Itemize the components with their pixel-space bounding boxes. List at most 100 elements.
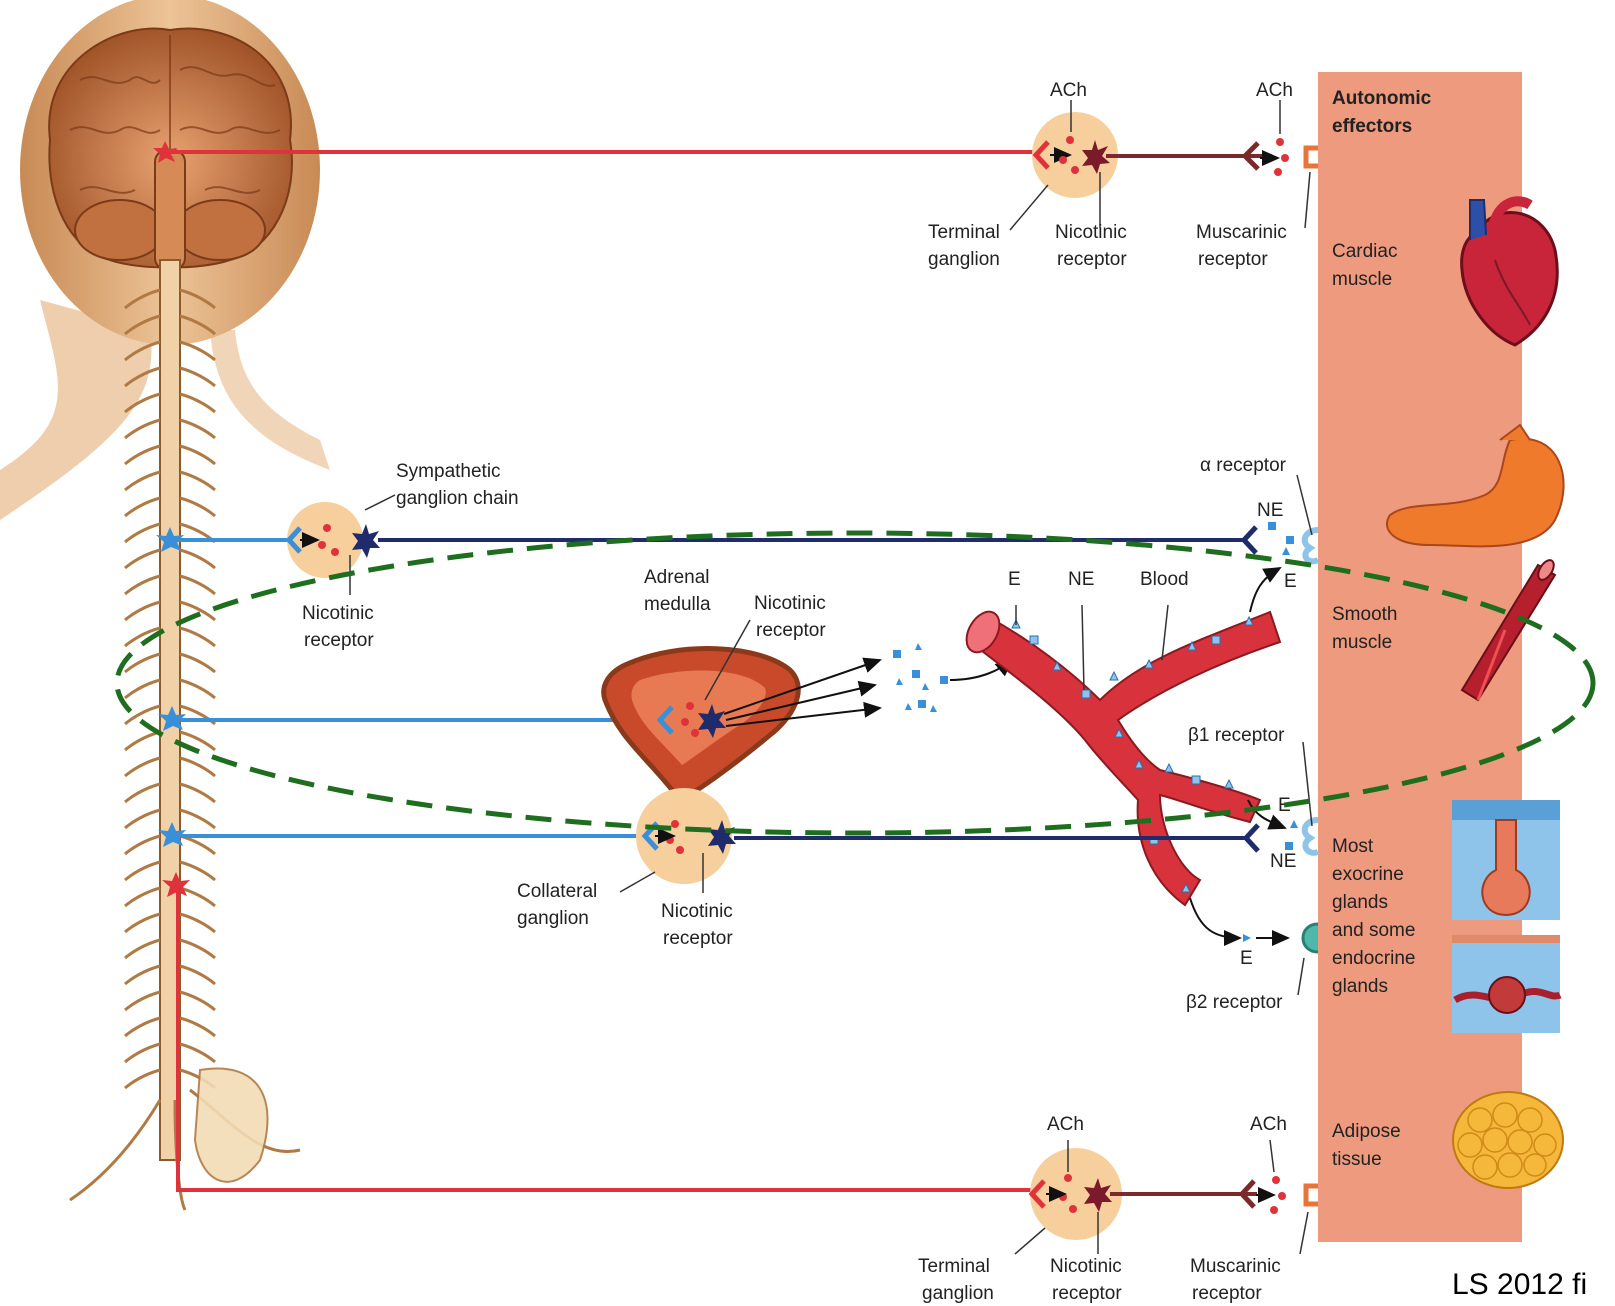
glands-label-line4: and some bbox=[1332, 920, 1415, 941]
terminal-ganglion-label-bottom-line1: Terminal bbox=[918, 1256, 990, 1277]
ach-label-top-ganglion: ACh bbox=[1050, 80, 1087, 101]
endocrine-gland-illustration bbox=[1452, 935, 1560, 1033]
spinal-nerve-root bbox=[125, 862, 160, 880]
cardiac-muscle-label-line1: Cardiac bbox=[1332, 241, 1397, 262]
spinal-nerve-root bbox=[125, 732, 160, 750]
beta1-receptor-label: β1 receptor bbox=[1188, 725, 1285, 746]
sacrum bbox=[195, 1068, 268, 1181]
released-hormones bbox=[893, 643, 948, 712]
spinal-nerve-root bbox=[125, 1018, 160, 1036]
spinal-nerve-root bbox=[180, 550, 215, 568]
leader-line bbox=[1298, 958, 1304, 995]
smooth-muscle-label-line2: muscle bbox=[1332, 632, 1392, 653]
nicotinic-receptor-label-top-line1: Nicotinic bbox=[1055, 222, 1127, 243]
leader-line bbox=[1300, 1212, 1308, 1254]
blood-label: Blood bbox=[1140, 569, 1189, 590]
ach-molecule bbox=[1071, 166, 1079, 174]
spinal-nerve-root bbox=[125, 420, 160, 438]
leader-line bbox=[1082, 605, 1084, 690]
ach-molecule bbox=[666, 836, 674, 844]
cardiac-muscle-label-line2: muscle bbox=[1332, 269, 1392, 290]
spinal-nerve-root bbox=[180, 368, 215, 386]
neck-right bbox=[210, 330, 330, 470]
spinal-nerve-root bbox=[180, 498, 215, 516]
ach-molecule bbox=[1069, 1205, 1077, 1213]
ne-molecule bbox=[1286, 536, 1294, 544]
spinal-nerve-root bbox=[180, 758, 215, 776]
ne-label-alpha: NE bbox=[1257, 500, 1283, 521]
spinal-nerve-root bbox=[180, 576, 215, 594]
spinal-nerve-root bbox=[180, 966, 215, 984]
effectors-title-line1: Autonomic bbox=[1332, 88, 1432, 109]
spinal-nerve-root bbox=[180, 628, 215, 646]
sympathetic-ganglion bbox=[287, 502, 363, 578]
spinal-nerve-root bbox=[180, 654, 215, 672]
beta2-e-label: E bbox=[1240, 948, 1253, 969]
spinal-nerve-root bbox=[125, 576, 160, 594]
ach-molecule bbox=[676, 846, 684, 854]
effectors-title-line2: effectors bbox=[1332, 116, 1412, 137]
head-and-spinal-cord-illustration bbox=[0, 0, 330, 1210]
ach-molecule bbox=[331, 548, 339, 556]
spinal-nerve-root bbox=[125, 914, 160, 932]
synapse-terminal-alpha bbox=[1244, 527, 1256, 553]
glands-label-line3: glands bbox=[1332, 892, 1388, 913]
leader-line bbox=[1162, 605, 1168, 660]
spinal-nerve-root bbox=[125, 940, 160, 958]
sympathetic-chain-label-line2: ganglion chain bbox=[396, 488, 519, 509]
ach-molecule bbox=[1276, 138, 1284, 146]
ach-molecule bbox=[1270, 1206, 1278, 1214]
brainstem bbox=[155, 150, 185, 270]
exocrine-gland-illustration bbox=[1452, 800, 1560, 920]
nicotinic-receptor-label-adrenal-line1: Nicotinic bbox=[754, 593, 826, 614]
spinal-nerve-root bbox=[125, 472, 160, 490]
e-molecule bbox=[1243, 934, 1251, 942]
ach-molecule bbox=[1272, 1176, 1280, 1184]
leader-line bbox=[1270, 1140, 1274, 1172]
collateral-ganglion-label-line1: Collateral bbox=[517, 881, 597, 902]
effector-panel: Autonomic effectors Cardiac muscle Smoot… bbox=[1318, 72, 1564, 1242]
spinal-nerve-root bbox=[180, 940, 215, 958]
spinal-nerve-root bbox=[125, 550, 160, 568]
spinal-nerve-root bbox=[125, 498, 160, 516]
spinal-nerve-root bbox=[125, 784, 160, 802]
spinal-nerve-root bbox=[125, 836, 160, 854]
collateral-ganglion-label-line2: ganglion bbox=[517, 908, 589, 929]
cerebellum-left bbox=[75, 200, 165, 260]
leader-line bbox=[1015, 1228, 1045, 1254]
muscarinic-receptor-label-top-line1: Muscarinic bbox=[1196, 222, 1287, 243]
spinal-nerve-root bbox=[125, 966, 160, 984]
ach-molecule bbox=[691, 729, 699, 737]
muscarinic-receptor-label-bottom-line1: Muscarinic bbox=[1190, 1256, 1281, 1277]
spinal-nerve-root bbox=[180, 862, 215, 880]
adrenal-medulla-pathway: Adrenal medulla Nicotinic receptor bbox=[158, 567, 1012, 800]
blood-e-label: E bbox=[1008, 569, 1021, 590]
adipose-tissue-illustration bbox=[1453, 1092, 1563, 1188]
muscarinic-receptor-label-bottom-line2: receptor bbox=[1192, 1283, 1262, 1304]
parasympathetic-pathway-bottom: ACh ACh Terminal ganglion Nicotinic rece… bbox=[162, 872, 1318, 1304]
adipose-tissue-label-line2: tissue bbox=[1332, 1149, 1382, 1170]
ach-label-bottom-effector: ACh bbox=[1250, 1114, 1287, 1135]
terminal-ganglion-label-top-line1: Terminal bbox=[928, 222, 1000, 243]
spinal-red-fiber bbox=[178, 885, 1032, 1190]
blood-to-beta2-arrow bbox=[1190, 898, 1240, 938]
ach-molecule bbox=[1274, 168, 1282, 176]
smooth-muscle-label-line1: Smooth bbox=[1332, 604, 1397, 625]
ach-label-bottom-ganglion: ACh bbox=[1047, 1114, 1084, 1135]
spinal-nerve-root bbox=[180, 1044, 215, 1062]
synapse-terminal-beta1 bbox=[1246, 825, 1258, 851]
cerebellum-right bbox=[175, 200, 265, 260]
glands-label-line2: exocrine bbox=[1332, 864, 1404, 885]
terminal-ganglion-label-top-line2: ganglion bbox=[928, 249, 1000, 270]
spinal-nerve-root bbox=[180, 888, 215, 906]
ach-molecule bbox=[1066, 136, 1074, 144]
glands-label-line1: Most bbox=[1332, 836, 1374, 857]
spinal-nerve-root bbox=[180, 680, 215, 698]
blood-vessel: E NE Blood bbox=[960, 568, 1285, 938]
alpha-receptor-label: α receptor bbox=[1200, 455, 1287, 476]
source-credit: LS 2012 fi bbox=[1452, 1268, 1615, 1306]
spinal-nerve-root bbox=[180, 446, 215, 464]
ach-molecule bbox=[1278, 1192, 1286, 1200]
spinal-nerve-root bbox=[180, 784, 215, 802]
adrenal-medulla-label-line1: Adrenal bbox=[644, 567, 710, 588]
